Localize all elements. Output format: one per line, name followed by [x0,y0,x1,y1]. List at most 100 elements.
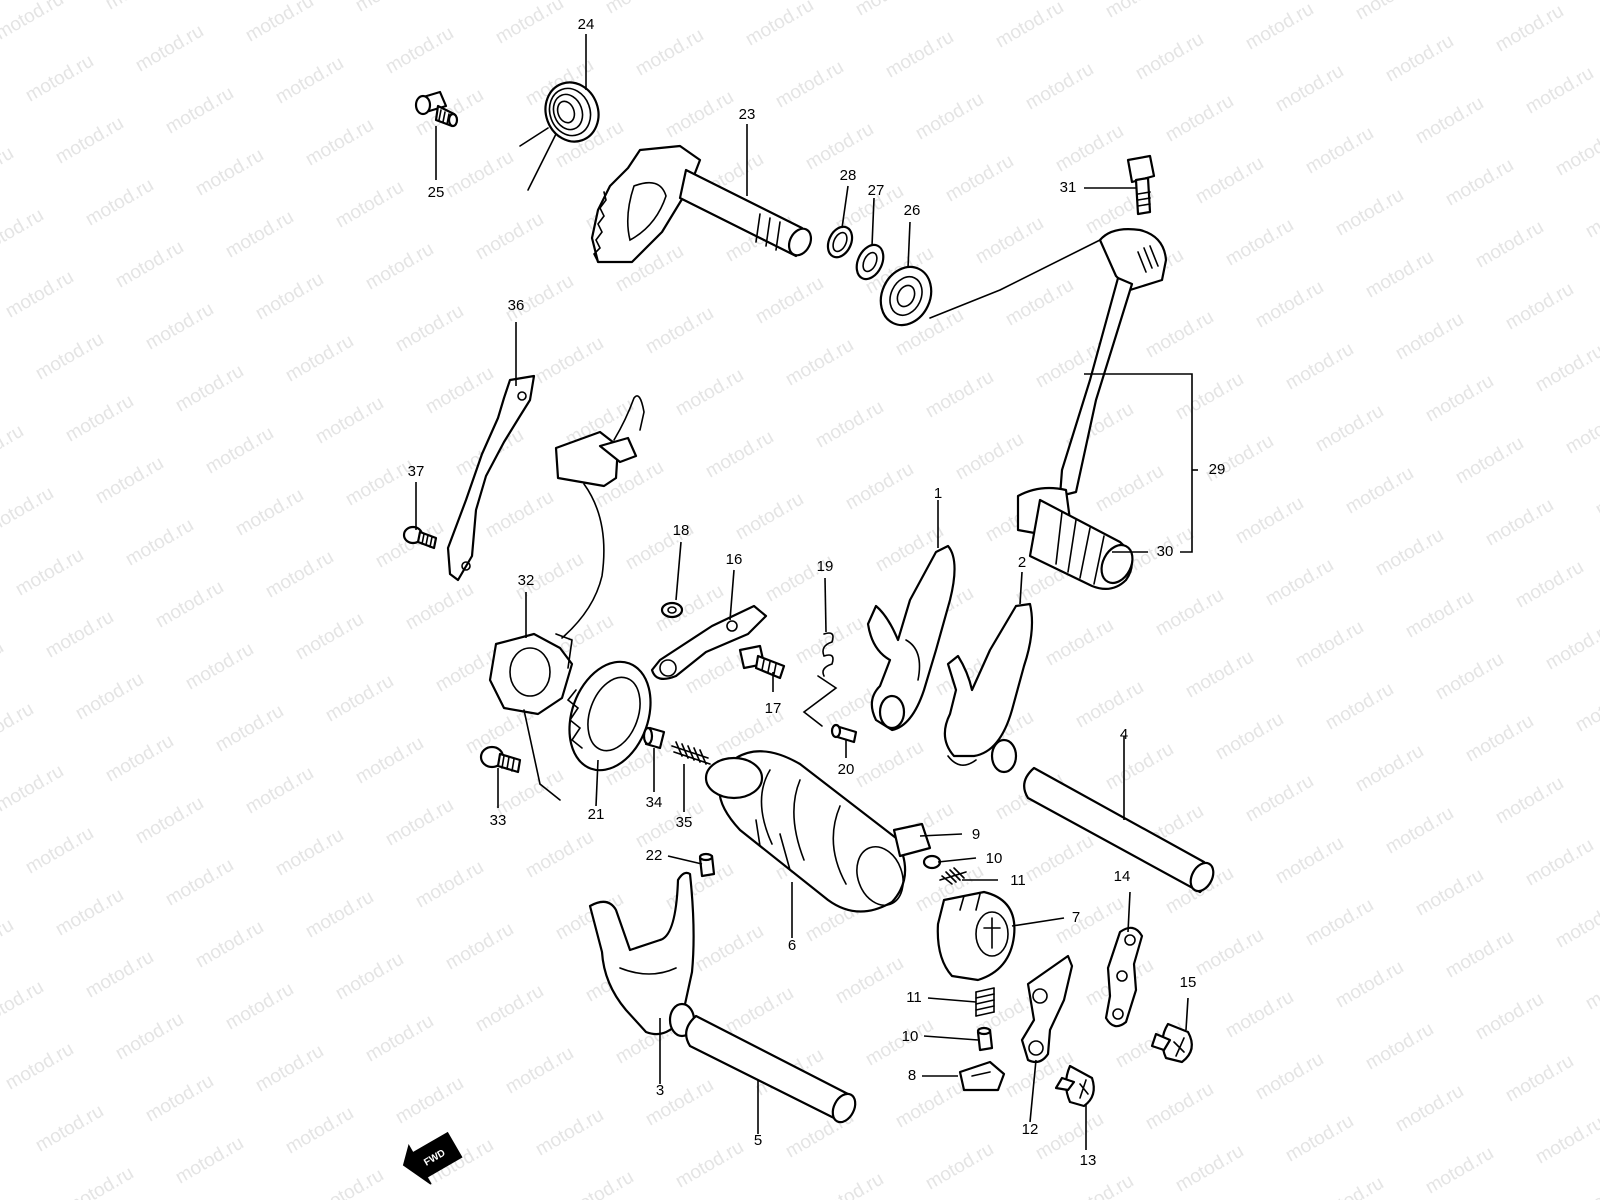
watermark-text: motod.ru [1022,59,1097,115]
callout-11b: 11 [906,989,922,1006]
callout-28: 28 [840,167,857,184]
watermark-text: motod.ru [1102,739,1177,795]
part-7-gearshift-cam [936,890,1016,982]
watermark-text: motod.ru [0,483,57,539]
watermark-text: motod.ru [1142,307,1217,363]
watermark-text: motod.ru [312,1165,387,1200]
callout-31: 31 [1060,179,1077,196]
watermark-text: motod.ru [1132,29,1207,85]
watermark-text: motod.ru [372,517,447,573]
watermark-text: motod.ru [522,827,597,883]
watermark-text: motod.ru [562,1167,637,1200]
callout-15: 15 [1180,974,1197,991]
watermark-text: motod.ru [1232,493,1307,549]
watermark-text: motod.ru [482,487,557,543]
watermark-text: motod.ru [352,0,427,16]
part-11a-spring [939,867,967,885]
callout-8: 8 [908,1067,916,1084]
watermark-text: motod.ru [0,699,37,755]
assembly-line-26-29 [929,239,1101,319]
callout-6: 6 [788,937,796,954]
part-2-shift-fork [943,602,1034,774]
watermark-text: motod.ru [1282,339,1357,395]
watermark-text: motod.ru [1312,401,1387,457]
watermark-text: motod.ru [192,145,267,201]
callout-36: 36 [508,297,525,314]
part-26-bearing [879,265,933,327]
watermark-text: motod.ru [1192,925,1267,981]
watermark-text: motod.ru [0,205,47,261]
part-24-spring [519,81,600,191]
watermark-text: motod.ru [392,1073,467,1129]
watermark-text: motod.ru [1532,1113,1600,1169]
watermark-text: motod.ru [142,299,217,355]
part-5-fork-shaft [685,1014,857,1124]
callout-10a: 10 [986,850,1003,867]
watermark-text: motod.ru [0,915,17,971]
callout-20: 20 [838,761,855,778]
watermark-text: motod.ru [1252,277,1327,333]
watermark-text: motod.ru [1412,865,1487,921]
watermark-text: motod.ru [1292,617,1367,673]
watermark-text: motod.ru [112,237,187,293]
watermark-text: motod.ru [132,21,207,77]
callout-26: 26 [904,202,921,219]
watermark-text: motod.ru [1302,123,1377,179]
callout-2: 2 [1018,554,1026,571]
watermark-text: motod.ru [1342,463,1417,519]
part-17-bolt [738,644,786,680]
watermark-text: motod.ru [1092,461,1167,517]
watermark-text: motod.ru [382,795,457,851]
watermark-text: motod.ru [1392,309,1467,365]
part-13-screw [1054,1064,1095,1108]
watermark-text: motod.ru [272,825,347,881]
watermark-text: motod.ru [1512,557,1587,613]
watermark-text: motod.ru [1422,1143,1497,1199]
part-4-fork-shaft [1023,766,1215,894]
watermark-text: motod.ru [642,303,717,359]
watermark-text: motod.ru [1262,555,1337,611]
part-6-shift-drum [704,750,907,913]
part-10b-pin [976,1026,994,1052]
watermark-text: motod.ru [172,1133,247,1189]
watermark-text: motod.ru [1472,989,1547,1045]
watermark-text: motod.ru [912,89,987,145]
watermark-text: motod.ru [812,1169,887,1200]
callout-25: 25 [428,184,445,201]
watermark-text: motod.ru [252,269,327,325]
part-11b-spring [975,987,995,1017]
watermark-text: motod.ru [1382,31,1457,87]
watermark-text: motod.ru [972,213,1047,269]
watermark-text: motod.ru [32,329,107,385]
watermark-text: motod.ru [672,365,747,421]
watermark-text: motod.ru [1572,681,1600,737]
watermark-text: motod.ru [1392,1081,1467,1137]
watermark-text: motod.ru [262,547,337,603]
watermark-text: motod.ru [392,301,467,357]
watermark-text: motod.ru [672,1137,747,1193]
watermark-text: motod.ru [442,147,517,203]
watermark-text: motod.ru [182,639,257,695]
watermark-text: motod.ru [1282,1111,1357,1167]
watermark-text: motod.ru [642,1075,717,1131]
watermark-text: motod.ru [42,607,117,663]
watermark-text: motod.ru [1332,957,1407,1013]
watermark-text: motod.ru [1062,1171,1137,1200]
watermark-text: motod.ru [12,545,87,601]
part-9-cam [892,822,932,858]
watermark-text: motod.ru [792,613,867,669]
watermark-text: motod.ru [1302,895,1377,951]
watermark-text: motod.ru [842,459,917,515]
part-30-footpeg-rubber [1028,498,1134,591]
watermark-text: motod.ru [242,0,317,46]
callout-29: 29 [1209,461,1226,478]
watermark-text: motod.ru [802,119,877,175]
part-19-spring [802,632,838,727]
watermark-text: motod.ru [1492,773,1567,829]
watermark-text: motod.ru [732,489,807,545]
watermark-text: motod.ru [852,737,927,793]
watermark-text: motod.ru [22,51,97,107]
watermark-text: motod.ru [1462,711,1537,767]
watermark-text: motod.ru [862,1015,937,1071]
watermark-text: motod.ru [1362,1019,1437,1075]
